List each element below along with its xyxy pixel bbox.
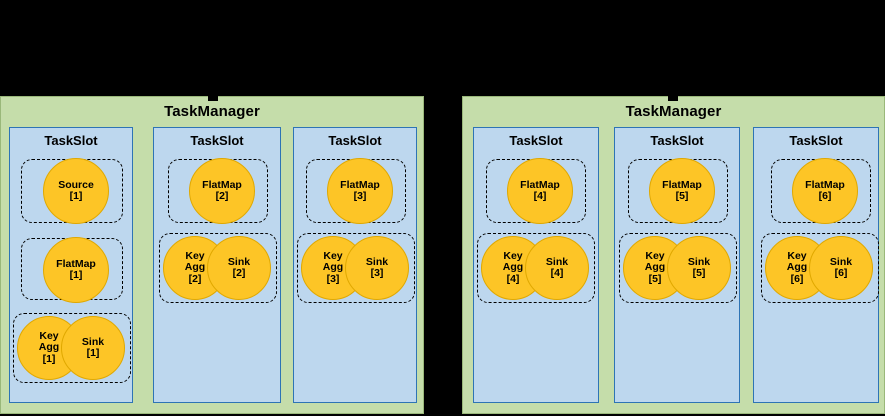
taskslot-4-title: TaskSlot — [509, 133, 563, 148]
operator-sink-2-name: Sink — [227, 255, 251, 268]
operator-keyagg-5-name: Key Agg — [644, 250, 666, 274]
taskmanager-2-title: TaskManager — [625, 103, 722, 120]
task-group-keyagg-sink-6[interactable]: Key Agg [6] Sink [6] — [761, 233, 879, 303]
taskslot-3[interactable]: TaskSlot FlatMap [3] Key Agg [3] Sink [3… — [293, 127, 417, 403]
operator-sink-1[interactable]: Sink [1] — [61, 316, 125, 380]
task-group-flatmap-4[interactable]: FlatMap [4] — [486, 158, 586, 224]
taskslot-1-title: TaskSlot — [44, 133, 98, 148]
operator-keyagg-2-name: Key Agg — [184, 250, 206, 274]
operator-keyagg-5-index: [5] — [648, 272, 662, 285]
operator-sink-5-index: [5] — [692, 267, 706, 279]
taskslot-3-title: TaskSlot — [328, 133, 382, 148]
task-group-flatmap-6[interactable]: FlatMap [6] — [771, 158, 871, 224]
operator-sink-2[interactable]: Sink [2] — [207, 236, 271, 300]
operator-flatmap-5-index: [5] — [675, 190, 689, 202]
task-group-keyagg-sink-2[interactable]: Key Agg [2] Sink [2] — [159, 233, 277, 303]
operator-sink-1-index: [1] — [86, 347, 100, 359]
operator-sink-3-name: Sink — [365, 255, 389, 268]
operator-flatmap-3-name: FlatMap — [340, 178, 380, 191]
operator-sink-6-index: [6] — [834, 267, 848, 279]
operator-keyagg-3-index: [3] — [326, 272, 340, 285]
operator-flatmap-2-index: [2] — [215, 190, 229, 202]
operator-keyagg-3-name: Key Agg — [322, 250, 344, 274]
task-group-keyagg-sink-5[interactable]: Key Agg [5] Sink [5] — [619, 233, 737, 303]
taskslot-5[interactable]: TaskSlot FlatMap [5] Key Agg [5] Sink [5… — [614, 127, 740, 403]
taskmanager-1: TaskManager TaskSlot Source [1] FlatMap … — [0, 96, 424, 414]
taskslot-2-title: TaskSlot — [190, 133, 244, 148]
operator-sink-1-name: Sink — [81, 335, 105, 348]
operator-keyagg-6-index: [6] — [790, 272, 804, 285]
task-group-keyagg-sink-3[interactable]: Key Agg [3] Sink [3] — [297, 233, 415, 303]
clipped-text-artifact-right — [668, 96, 678, 101]
operator-source-1-index: [1] — [69, 190, 83, 202]
operator-flatmap-6-index: [6] — [818, 190, 832, 202]
operator-flatmap-2[interactable]: FlatMap [2] — [189, 158, 255, 224]
taskslot-1[interactable]: TaskSlot Source [1] FlatMap [1] Key Agg … — [9, 127, 133, 403]
task-group-flatmap-5[interactable]: FlatMap [5] — [628, 158, 728, 224]
operator-source-1[interactable]: Source [1] — [43, 158, 109, 224]
operator-sink-3-index: [3] — [370, 267, 384, 279]
operator-flatmap-6[interactable]: FlatMap [6] — [792, 158, 858, 224]
operator-keyagg-4-index: [4] — [506, 272, 520, 285]
operator-source-1-name: Source — [58, 178, 94, 191]
operator-keyagg-2-index: [2] — [188, 272, 202, 285]
task-group-keyagg-sink-4[interactable]: Key Agg [4] Sink [4] — [477, 233, 595, 303]
task-group-flatmap-1[interactable]: FlatMap [1] — [21, 237, 123, 303]
operator-flatmap-4-index: [4] — [533, 190, 547, 202]
operator-flatmap-3-index: [3] — [353, 190, 367, 202]
taskmanager-2: TaskManager TaskSlot FlatMap [4] Key Agg… — [462, 96, 885, 414]
operator-sink-6-name: Sink — [829, 255, 853, 268]
task-group-flatmap-3[interactable]: FlatMap [3] — [306, 158, 406, 224]
operator-sink-5-name: Sink — [687, 255, 711, 268]
operator-sink-5[interactable]: Sink [5] — [667, 236, 731, 300]
operator-flatmap-5[interactable]: FlatMap [5] — [649, 158, 715, 224]
taskslot-5-title: TaskSlot — [650, 133, 704, 148]
operator-flatmap-5-name: FlatMap — [662, 178, 702, 191]
operator-sink-4-name: Sink — [545, 255, 569, 268]
taskslot-6-title: TaskSlot — [789, 133, 843, 148]
operator-keyagg-4-name: Key Agg — [502, 250, 524, 274]
operator-sink-4[interactable]: Sink [4] — [525, 236, 589, 300]
taskslot-2[interactable]: TaskSlot FlatMap [2] Key Agg [2] Sink [2… — [153, 127, 281, 403]
operator-flatmap-1-name: FlatMap — [56, 257, 96, 270]
task-group-keyagg-sink-1[interactable]: Key Agg [1] Sink [1] — [13, 313, 131, 383]
operator-flatmap-6-name: FlatMap — [805, 178, 845, 191]
task-group-source-1[interactable]: Source [1] — [21, 158, 123, 224]
operator-sink-4-index: [4] — [550, 267, 564, 279]
operator-flatmap-1[interactable]: FlatMap [1] — [43, 237, 109, 303]
task-group-flatmap-2[interactable]: FlatMap [2] — [168, 158, 268, 224]
taskslot-6[interactable]: TaskSlot FlatMap [6] Key Agg [6] Sink [6… — [753, 127, 879, 403]
taskmanager-1-title: TaskManager — [164, 103, 260, 120]
taskslot-4[interactable]: TaskSlot FlatMap [4] Key Agg [4] Sink [4… — [473, 127, 599, 403]
operator-keyagg-1-name: Key Agg — [38, 330, 60, 354]
operator-flatmap-4[interactable]: FlatMap [4] — [507, 158, 573, 224]
operator-sink-2-index: [2] — [232, 267, 246, 279]
operator-flatmap-2-name: FlatMap — [202, 178, 242, 191]
operator-flatmap-4-name: FlatMap — [520, 178, 560, 191]
operator-sink-6[interactable]: Sink [6] — [809, 236, 873, 300]
operator-keyagg-6-name: Key Agg — [786, 250, 808, 274]
operator-flatmap-1-index: [1] — [69, 269, 83, 281]
operator-keyagg-1-index: [1] — [42, 352, 56, 365]
operator-flatmap-3[interactable]: FlatMap [3] — [327, 158, 393, 224]
operator-sink-3[interactable]: Sink [3] — [345, 236, 409, 300]
clipped-text-artifact-left — [208, 96, 218, 101]
